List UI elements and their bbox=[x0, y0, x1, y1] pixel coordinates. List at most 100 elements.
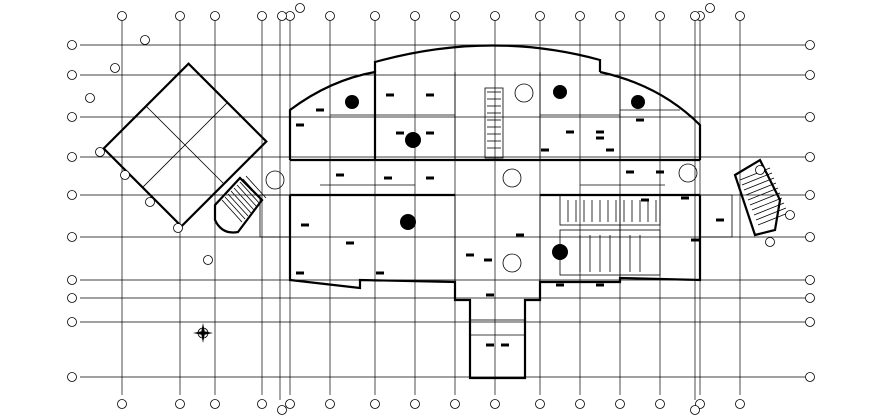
stair-tread bbox=[239, 181, 261, 205]
furniture-mark bbox=[484, 258, 492, 262]
grid-bubble bbox=[295, 3, 305, 13]
grid-bubble bbox=[67, 152, 77, 162]
grid-bubble bbox=[67, 232, 77, 242]
grid-bubble bbox=[805, 70, 815, 80]
grid-bubble bbox=[805, 112, 815, 122]
grid-bubble bbox=[145, 197, 155, 207]
furniture-mark bbox=[301, 223, 309, 227]
stair-tread bbox=[743, 177, 775, 191]
grid-bubble bbox=[705, 3, 715, 13]
grid-bubble bbox=[67, 372, 77, 382]
grid-bubble bbox=[277, 405, 287, 415]
furniture-mark bbox=[426, 131, 434, 135]
grid-bubble bbox=[203, 255, 213, 265]
grid-bubble bbox=[805, 317, 815, 327]
right-stair bbox=[733, 158, 789, 237]
stair-tread bbox=[755, 207, 787, 221]
grid-bubble bbox=[805, 293, 815, 303]
grid-bubble bbox=[805, 275, 815, 285]
grid-bubble bbox=[117, 399, 127, 409]
grid-bubble bbox=[575, 11, 585, 21]
grid-bubble bbox=[755, 165, 765, 175]
stair-tread bbox=[757, 212, 789, 226]
grid-bubble bbox=[805, 232, 815, 242]
furniture-mark bbox=[556, 283, 564, 287]
left-stair bbox=[213, 175, 267, 234]
grid-bubble bbox=[173, 223, 183, 233]
grid-bubble bbox=[615, 399, 625, 409]
grid-bubble bbox=[450, 399, 460, 409]
grid-bubble bbox=[210, 11, 220, 21]
grid-bubble bbox=[690, 405, 700, 415]
grid-bubble bbox=[175, 11, 185, 21]
furniture-mark bbox=[386, 93, 394, 97]
grid-bubble bbox=[410, 399, 420, 409]
grid-bubble bbox=[257, 11, 267, 21]
stair-tread bbox=[236, 184, 258, 208]
furniture-mark bbox=[681, 196, 689, 200]
furniture-mark bbox=[466, 253, 474, 257]
furniture-mark bbox=[486, 293, 494, 297]
furniture-mark bbox=[656, 170, 664, 174]
compass-rose-icon bbox=[193, 323, 213, 343]
left-wing bbox=[102, 62, 268, 228]
grid-bubble bbox=[67, 70, 77, 80]
grid-bubble bbox=[325, 399, 335, 409]
grid-bubble bbox=[805, 190, 815, 200]
grid-bubble bbox=[110, 63, 120, 73]
furniture-mark bbox=[501, 343, 509, 347]
furniture-mark bbox=[596, 136, 604, 140]
grid-bubble bbox=[370, 399, 380, 409]
grid-bubble bbox=[120, 170, 130, 180]
stair-tread bbox=[747, 187, 779, 201]
grid-bubble bbox=[735, 11, 745, 21]
furniture-mark bbox=[596, 130, 604, 134]
grid-bubble bbox=[535, 399, 545, 409]
stair-tread bbox=[741, 172, 773, 186]
round-columns bbox=[265, 83, 698, 273]
grid-bubble bbox=[490, 399, 500, 409]
stair-tread bbox=[221, 199, 243, 223]
grid-bubble bbox=[325, 11, 335, 21]
grid-bubble bbox=[67, 293, 77, 303]
stair-tread bbox=[224, 196, 246, 220]
furniture-mark bbox=[384, 176, 392, 180]
grid-bubble bbox=[805, 372, 815, 382]
grid-bubble bbox=[575, 399, 585, 409]
grid-lines bbox=[80, 20, 805, 400]
furniture-mark bbox=[596, 283, 604, 287]
grid-bubble bbox=[67, 317, 77, 327]
furniture-mark bbox=[396, 131, 404, 135]
grid-bubble bbox=[785, 210, 795, 220]
grid-bubble bbox=[85, 93, 95, 103]
furniture-mark bbox=[691, 238, 699, 242]
grid-bubble bbox=[95, 147, 105, 157]
grid-bubble bbox=[67, 275, 77, 285]
grid-bubble bbox=[765, 237, 775, 247]
stair-tread bbox=[751, 197, 783, 211]
furniture-mark bbox=[716, 218, 724, 222]
furniture-marks bbox=[296, 91, 724, 347]
furniture-mark bbox=[376, 271, 384, 275]
furniture-mark bbox=[296, 123, 304, 127]
grid-bubble bbox=[285, 399, 295, 409]
grid-bubble bbox=[67, 40, 77, 50]
furniture-mark bbox=[606, 148, 614, 152]
stair-tread bbox=[749, 192, 781, 206]
furniture-mark bbox=[541, 148, 549, 152]
stair-tread bbox=[753, 202, 785, 216]
furniture-mark bbox=[641, 198, 649, 202]
furniture-mark bbox=[626, 170, 634, 174]
grid-bubble bbox=[370, 11, 380, 21]
grid-bubble bbox=[67, 190, 77, 200]
grid-bubble bbox=[735, 399, 745, 409]
grid-bubble bbox=[490, 11, 500, 21]
furniture-mark bbox=[336, 173, 344, 177]
grid-bubble bbox=[615, 11, 625, 21]
building-walls bbox=[259, 44, 733, 380]
grid-bubble bbox=[175, 399, 185, 409]
furniture-mark bbox=[516, 233, 524, 237]
stair-tread bbox=[227, 193, 249, 217]
furniture-mark bbox=[566, 130, 574, 134]
grid-bubble bbox=[655, 11, 665, 21]
